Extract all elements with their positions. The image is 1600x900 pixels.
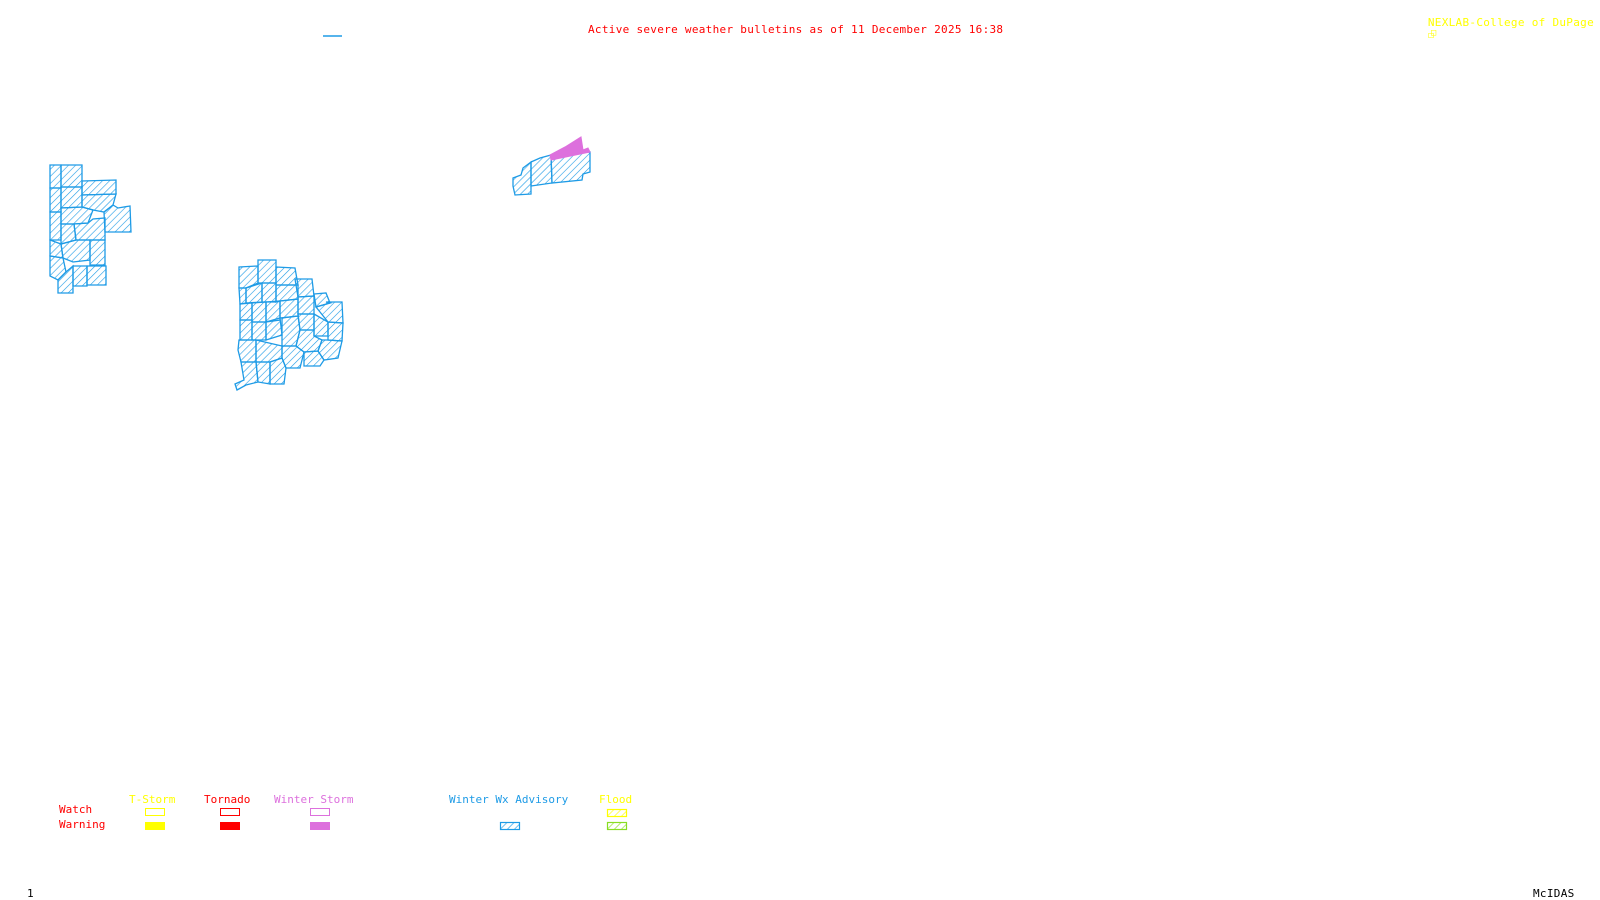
central-advisory-region (234, 259, 344, 391)
legend-row-watch: Watch (59, 803, 93, 816)
winter-advisory-swatch (499, 821, 521, 831)
tornado-watch-swatch (220, 808, 240, 816)
county (255, 361, 271, 385)
credit-label: NEXLAB-College of DuPage (1427, 16, 1595, 29)
county (297, 295, 315, 315)
county (265, 317, 283, 341)
county (257, 259, 277, 284)
flood-warning-swatch (606, 821, 628, 831)
county (103, 204, 132, 233)
county (512, 160, 532, 196)
flood-watch-swatch (606, 808, 628, 818)
frame-number: 1 (27, 887, 34, 900)
tstorm-watch-swatch (145, 808, 165, 816)
county (327, 321, 344, 342)
county (530, 154, 553, 187)
northeast-advisory-region (512, 151, 591, 196)
county (251, 321, 267, 341)
legend-tornado-label: Tornado (204, 793, 251, 806)
county (297, 313, 315, 331)
county (261, 282, 277, 303)
software-label: McIDAS (1533, 887, 1575, 900)
northeast-winter-storm-region (549, 136, 591, 161)
county (60, 206, 94, 225)
county (237, 339, 257, 363)
legend-flood-label: Flood (599, 793, 633, 806)
map-title: Active severe weather bulletins as of 11… (588, 23, 1004, 36)
west-advisory-region (49, 164, 132, 294)
county (239, 302, 253, 321)
legend-winter-storm-label: Winter Storm (274, 793, 354, 806)
county (275, 266, 299, 286)
legend-winter-advisory-label: Winter Wx Advisory (449, 793, 569, 806)
county (49, 164, 62, 189)
county (60, 239, 91, 263)
county (60, 164, 83, 188)
legend-row-warning: Warning (59, 818, 106, 831)
county (49, 187, 62, 213)
county (279, 298, 299, 319)
county (89, 239, 106, 266)
county (251, 301, 267, 323)
county (72, 265, 88, 287)
county (234, 361, 259, 391)
county (303, 350, 325, 367)
credit-text: NEXLAB-College of DuPage ⮺ (1414, 5, 1594, 41)
logo-icon: ⮺ (1427, 28, 1438, 41)
county (49, 211, 62, 241)
winter-storm-warning-swatch (310, 822, 330, 830)
county (239, 319, 253, 341)
tstorm-warning-swatch (145, 822, 165, 830)
county (238, 287, 247, 305)
county (81, 179, 117, 196)
tornado-warning-swatch (220, 822, 240, 830)
county (86, 265, 107, 286)
winter-storm-watch-swatch (310, 808, 330, 816)
county (57, 264, 74, 294)
county (60, 186, 83, 209)
county (269, 357, 287, 385)
legend-tstorm-label: T-Storm (129, 793, 176, 806)
